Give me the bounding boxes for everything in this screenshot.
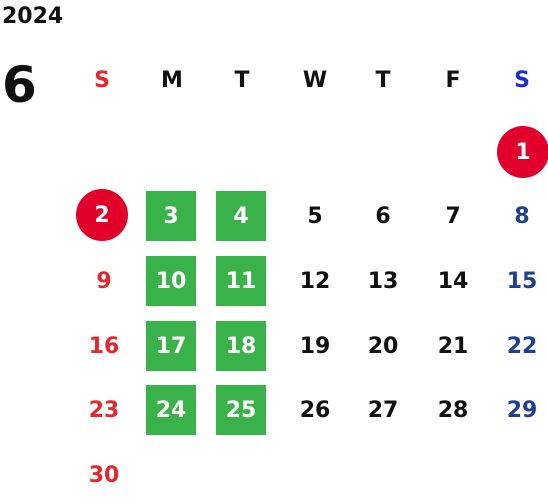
day-cell-3[interactable]: 3 <box>146 191 196 241</box>
day-cell-29[interactable]: 29 <box>506 397 538 423</box>
day-cell-30[interactable]: 30 <box>88 462 120 488</box>
day-cell-27[interactable]: 27 <box>367 397 399 423</box>
weekday-wednesday: W <box>302 68 328 93</box>
day-cell-4[interactable]: 4 <box>216 191 266 241</box>
day-cell-11[interactable]: 11 <box>216 256 266 306</box>
day-cell-5[interactable]: 5 <box>307 203 323 229</box>
day-cell-2[interactable]: 2 <box>76 189 128 241</box>
day-cell-8[interactable]: 8 <box>514 203 530 229</box>
day-cell-25[interactable]: 25 <box>216 385 266 435</box>
day-cell-17[interactable]: 17 <box>146 321 196 371</box>
weekday-sunday: S <box>94 68 110 93</box>
day-cell-28[interactable]: 28 <box>437 397 469 423</box>
day-cell-6[interactable]: 6 <box>375 203 391 229</box>
month-label: 6 <box>2 56 37 114</box>
day-cell-9[interactable]: 9 <box>96 268 112 294</box>
day-cell-19[interactable]: 19 <box>299 333 331 359</box>
day-cell-7[interactable]: 7 <box>445 203 461 229</box>
day-cell-12[interactable]: 12 <box>299 268 331 294</box>
weekday-thursday: T <box>375 68 391 93</box>
weekday-monday: M <box>161 68 183 93</box>
day-cell-20[interactable]: 20 <box>367 333 399 359</box>
weekday-saturday: S <box>514 68 530 93</box>
day-cell-14[interactable]: 14 <box>437 268 469 294</box>
day-cell-13[interactable]: 13 <box>367 268 399 294</box>
day-cell-26[interactable]: 26 <box>299 397 331 423</box>
day-cell-1[interactable]: 1 <box>497 126 548 178</box>
weekday-tuesday: T <box>234 68 250 93</box>
weekday-friday: F <box>445 68 461 93</box>
day-cell-15[interactable]: 15 <box>506 268 538 294</box>
day-cell-10[interactable]: 10 <box>146 256 196 306</box>
day-cell-23[interactable]: 23 <box>88 397 120 423</box>
day-cell-21[interactable]: 21 <box>437 333 469 359</box>
day-cell-24[interactable]: 24 <box>146 385 196 435</box>
day-cell-22[interactable]: 22 <box>506 333 538 359</box>
day-cell-18[interactable]: 18 <box>216 321 266 371</box>
year-label: 2024 <box>2 4 64 29</box>
day-cell-16[interactable]: 16 <box>88 333 120 359</box>
